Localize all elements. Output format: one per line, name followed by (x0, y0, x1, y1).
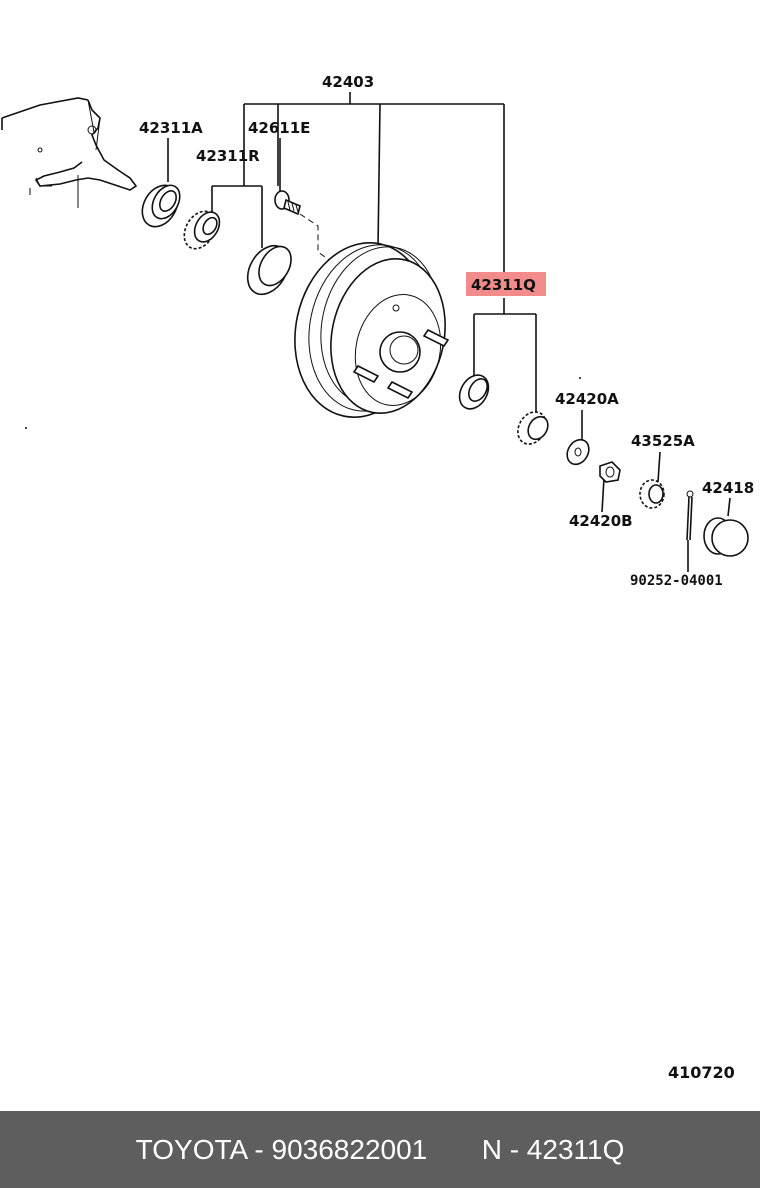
nut-42420B (599, 461, 621, 483)
bearing-42311R (183, 210, 221, 250)
leader-43525A (657, 451, 661, 483)
label-42311R[interactable]: 42311R (196, 147, 260, 165)
stray-mark (579, 377, 581, 379)
leader-42420B (601, 477, 605, 513)
exploded-parts-diagram: 42403 42311A 42611E 42311R 42311Q 42420A… (1, 73, 754, 589)
highlight-box (466, 272, 546, 296)
label-42311Q[interactable]: 42311Q (471, 276, 536, 294)
footer-bar: TOYOTA - 9036822001 N - 42311Q (0, 1111, 760, 1188)
bearing-42311Q (458, 374, 490, 410)
brake-drum-42403 (294, 242, 450, 418)
label-42420B[interactable]: 42420B (569, 512, 633, 530)
leader-42403 (243, 92, 505, 274)
stray-mark (25, 427, 27, 429)
cotter-pin-90252-04001 (686, 490, 694, 541)
outer-bearing (517, 411, 549, 445)
footer-caption: TOYOTA - 9036822001 N - 42311Q (135, 1134, 625, 1165)
label-43525A[interactable]: 43525A (631, 432, 695, 450)
label-42611E[interactable]: 42611E (248, 119, 310, 137)
label-90252-04001[interactable]: 90252-04001 (630, 573, 723, 589)
label-42311A[interactable]: 42311A (139, 119, 203, 137)
hub-bolt-42611E (274, 190, 333, 263)
washer-42420A (566, 438, 590, 466)
bearing-race-42311R (246, 244, 292, 296)
label-42420A[interactable]: 42420A (555, 390, 619, 408)
page-code: 410720 (668, 1063, 735, 1082)
axle-carrier-drawing (1, 97, 138, 208)
leader-42311R (211, 185, 263, 248)
nut-lock-43525A (639, 479, 665, 509)
leader-42311Q (473, 298, 537, 414)
label-42418[interactable]: 42418 (702, 479, 754, 497)
leader-42418 (727, 497, 731, 517)
grease-cap-42418 (703, 517, 749, 557)
oil-seal-42311A (141, 184, 181, 228)
label-42403[interactable]: 42403 (322, 73, 374, 91)
